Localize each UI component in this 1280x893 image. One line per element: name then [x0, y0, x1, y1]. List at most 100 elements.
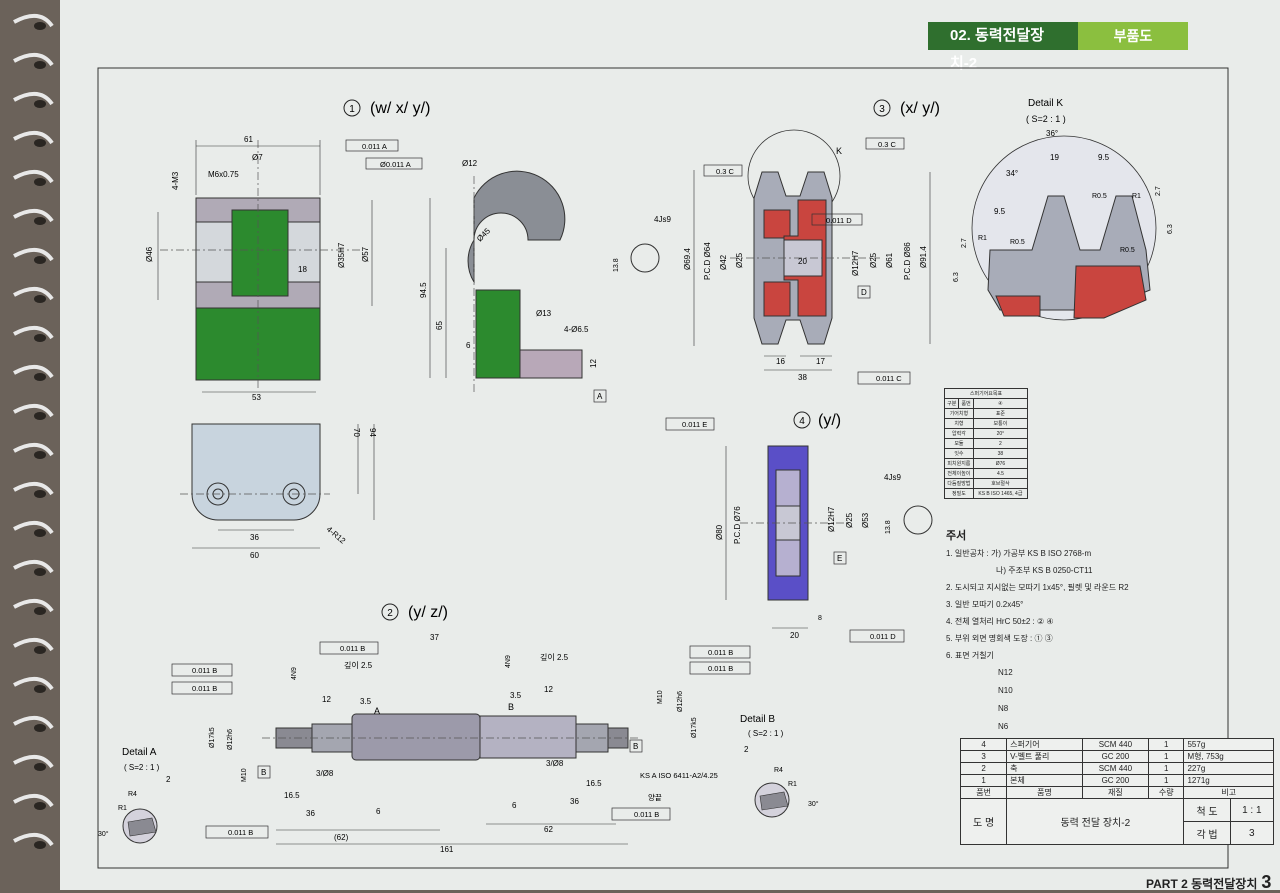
header-title: 02. 동력전달장치-2	[928, 22, 1078, 72]
detail-a-title: Detail A	[122, 747, 157, 758]
da-dim-30: 30°	[98, 830, 109, 838]
bom-cell: 1	[1147, 774, 1185, 787]
p1-dim-70: 70	[352, 428, 361, 437]
bom-header: 품번	[959, 786, 1008, 799]
p1-dim-94: 94	[368, 428, 377, 437]
part1-front-view: 61 Ø7 M6x0.75 4-M3 Ø46 Ø35H7 Ø57 53 18 0…	[145, 135, 423, 402]
spiral-hole	[34, 607, 46, 615]
p4-dim-8: 8	[818, 615, 822, 622]
bom-header: 재질	[1081, 786, 1149, 799]
title-row: 각 법 3	[961, 821, 1275, 845]
dk-dim-2-7b: 2.7	[1155, 186, 1162, 196]
p2-tol-b3: 0.011 B	[708, 648, 733, 657]
spiral-ring	[13, 638, 54, 652]
bom-cell: 1271g	[1183, 774, 1274, 787]
header-tab: 02. 동력전달장치-2 부품도	[928, 22, 1198, 72]
detail-b-title: Detail B	[740, 714, 775, 725]
p2-dim-3-5b: 3.5	[510, 691, 522, 700]
p2-dim-37: 37	[430, 633, 439, 642]
bom-cell: M형, 753g	[1183, 750, 1274, 763]
p4-dim-20: 20	[790, 631, 799, 640]
da-dim-r4: R4	[128, 791, 137, 798]
p2-mark-a: A	[374, 706, 380, 716]
bom-header: 수량	[1147, 786, 1185, 799]
p4-dim-4js9: 4Js9	[884, 473, 901, 482]
p3-tol-c2: 0.3 C	[878, 140, 897, 149]
p2-dim-3d8b: 3/Ø8	[546, 759, 564, 768]
spiral-hole	[34, 334, 46, 342]
spur-cell: 기어치형	[944, 408, 974, 419]
spur-cell: 보통이	[972, 418, 1029, 429]
title-row: 도 명 동력 전달 장치-2 척 도 1 : 1	[959, 798, 1275, 845]
dk-dim-2-7a: 2.7	[961, 238, 968, 248]
p2-tol-b6: 0.011 B	[634, 810, 659, 819]
p4-dim-d12h7: Ø12H7	[827, 506, 836, 532]
da-dim-r1: R1	[118, 805, 127, 812]
part4-marks: (y/)	[818, 412, 841, 429]
part1-number: 1	[349, 104, 355, 115]
dk-r05c: R0.5	[1120, 247, 1135, 254]
p1-dim-d13: Ø13	[536, 309, 552, 318]
dk-dim-9-5b: 9.5	[994, 207, 1006, 216]
dk-dim-6-3b: 6.3	[1167, 224, 1174, 234]
p3-dim-16: 16	[776, 357, 785, 366]
p3-dim-pcd86: P.C.D Ø86	[903, 242, 912, 280]
spiral-hole	[34, 22, 46, 30]
p3-dim-20: 20	[798, 257, 807, 266]
spiral-hole	[34, 568, 46, 576]
bom-cell: 본체	[1006, 774, 1083, 787]
page-number: 3	[1261, 872, 1272, 892]
part2-number: 2	[387, 608, 393, 619]
spur-cell: ④	[972, 398, 1029, 409]
p4-datum-e: E	[837, 554, 842, 563]
p2-dim-m10a: M10	[657, 690, 664, 704]
spiral-hole	[34, 763, 46, 771]
spur-cell: 호브절삭	[972, 478, 1029, 489]
part1-label: 1 (w/ x/ y/)	[343, 99, 430, 117]
spiral-ring	[13, 599, 54, 613]
part1-marks: (w/ x/ y/)	[370, 100, 430, 117]
p1-dim-d57: Ø57	[361, 246, 370, 262]
spur-cell: 모듈	[944, 438, 974, 449]
p3-dim-d69-4: Ø69.4	[683, 248, 692, 270]
spiral-hole	[34, 490, 46, 498]
dk-r1b: R1	[1132, 193, 1141, 200]
p2-mark-b: B	[508, 702, 514, 712]
spiral-ring	[13, 755, 54, 769]
spiral-ring	[13, 92, 54, 106]
p3-dim-17: 17	[816, 357, 825, 366]
part3-label: 3 (x/ y/)	[873, 99, 940, 117]
bom-cell: SCM 440	[1081, 762, 1149, 775]
spiral-hole	[34, 295, 46, 303]
p1-dim-m6: M6x0.75	[208, 170, 239, 179]
db-dim-2: 2	[744, 745, 749, 754]
spiral-hole	[34, 412, 46, 420]
p2-tol-b2: 0.011 B	[192, 666, 217, 675]
spiral-ring	[13, 287, 54, 301]
note-item: 3. 일반 모따기 0.2x45°	[946, 600, 1024, 609]
p4-tol-d: 0.011 D	[870, 632, 896, 641]
bom-cell: 축	[1006, 762, 1083, 775]
note-item: 4. 전체 열처리 HrC 50±2 : ② ④	[946, 617, 1054, 626]
p2-dim-16-5a: 16.5	[284, 791, 300, 800]
p2-dim-d17k5b: Ø17k5	[209, 727, 216, 748]
p2-dim-4n9a: 4N9	[291, 667, 298, 680]
spiral-hole	[34, 139, 46, 147]
p1-dim-d35h7: Ø35H7	[337, 242, 346, 268]
spur-cell: 압력각	[944, 428, 974, 439]
spiral-hole	[34, 100, 46, 108]
spiral-hole	[34, 217, 46, 225]
p3-dim-d61: Ø61	[885, 252, 894, 268]
part3-marks: (x/ y/)	[900, 100, 940, 117]
spiral-ring	[13, 365, 54, 379]
p4-dim-d80: Ø80	[715, 524, 724, 540]
spiral-ring	[13, 131, 54, 145]
part2-label: 2 (y/ z/)	[381, 603, 448, 621]
spur-cell: KS B ISO 1465, 4급	[972, 488, 1029, 499]
angle-value: 3	[1229, 821, 1275, 845]
spur-cell: Ø76	[972, 458, 1029, 469]
